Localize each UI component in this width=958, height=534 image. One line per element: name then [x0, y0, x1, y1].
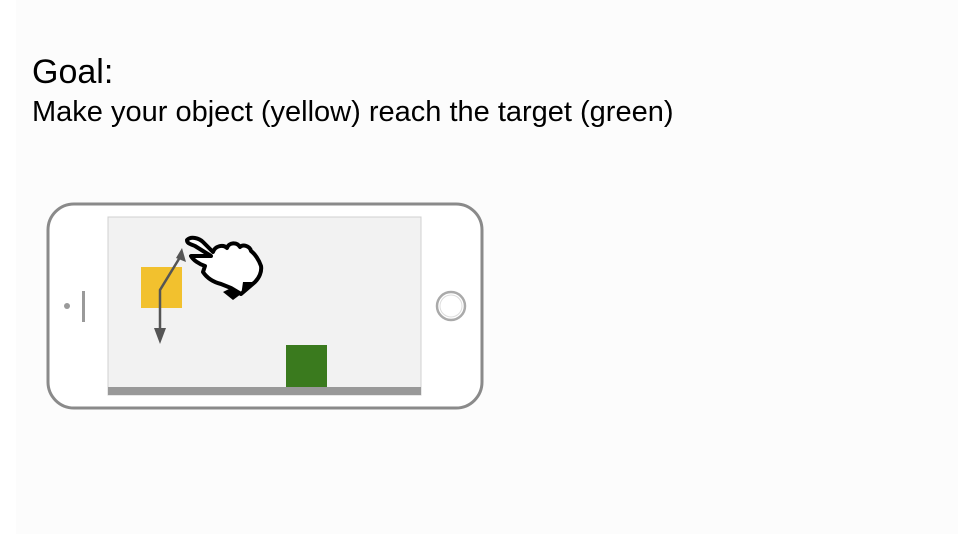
goal-heading: Goal:	[32, 53, 114, 91]
instruction-slide	[16, 0, 958, 534]
goal-description: Make your object (yellow) reach the targ…	[32, 96, 674, 128]
